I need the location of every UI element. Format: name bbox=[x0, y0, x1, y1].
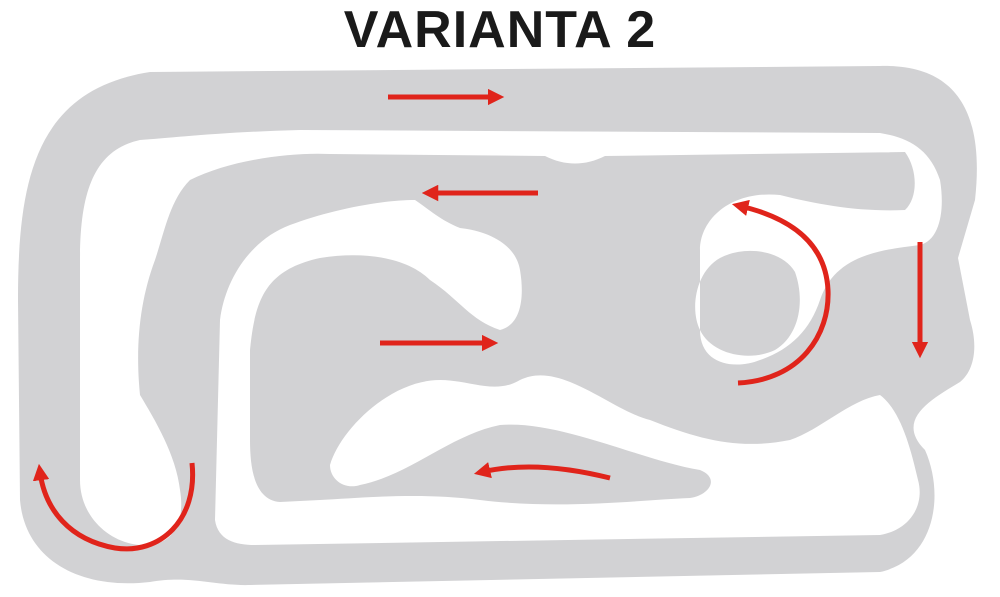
track-surface bbox=[18, 65, 977, 586]
diagram-title: VARIANTA 2 bbox=[343, 1, 657, 59]
curved-arrow-bottom-left bbox=[32, 462, 196, 552]
curved-arrow-around-island bbox=[731, 199, 831, 386]
direction-arrow-lower-left bbox=[473, 462, 611, 481]
